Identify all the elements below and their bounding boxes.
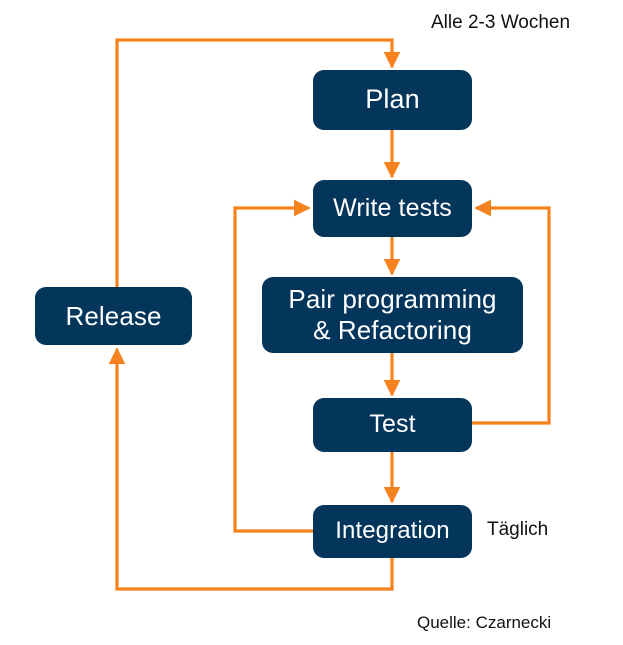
node-pair-programming-refactoring[interactable]: Pair programming & Refactoring: [262, 277, 523, 353]
connector-integration-to-write-tests: [233, 199, 313, 533]
node-integration[interactable]: Integration: [313, 505, 472, 558]
caption-cadence: Alle 2-3 Wochen: [431, 12, 571, 33]
node-plan-label: Plan: [365, 84, 420, 115]
node-plan[interactable]: Plan: [313, 70, 472, 130]
connector-test-to-write-tests-loop: [472, 199, 551, 425]
caption-source: Quelle: Czarnecki: [417, 613, 552, 632]
node-pair-programming-label: Pair programming & Refactoring: [288, 284, 497, 345]
node-write-tests[interactable]: Write tests: [313, 180, 472, 237]
caption-daily: Täglich: [487, 519, 549, 540]
connector-integration-to-release: [108, 347, 394, 591]
node-test-label: Test: [369, 410, 416, 439]
node-integration-label: Integration: [335, 517, 450, 545]
node-release[interactable]: Release: [35, 287, 192, 345]
node-write-tests-label: Write tests: [333, 193, 452, 222]
node-release-label: Release: [65, 300, 162, 331]
node-test[interactable]: Test: [313, 398, 472, 452]
connector-release-to-plan: [115, 38, 401, 287]
